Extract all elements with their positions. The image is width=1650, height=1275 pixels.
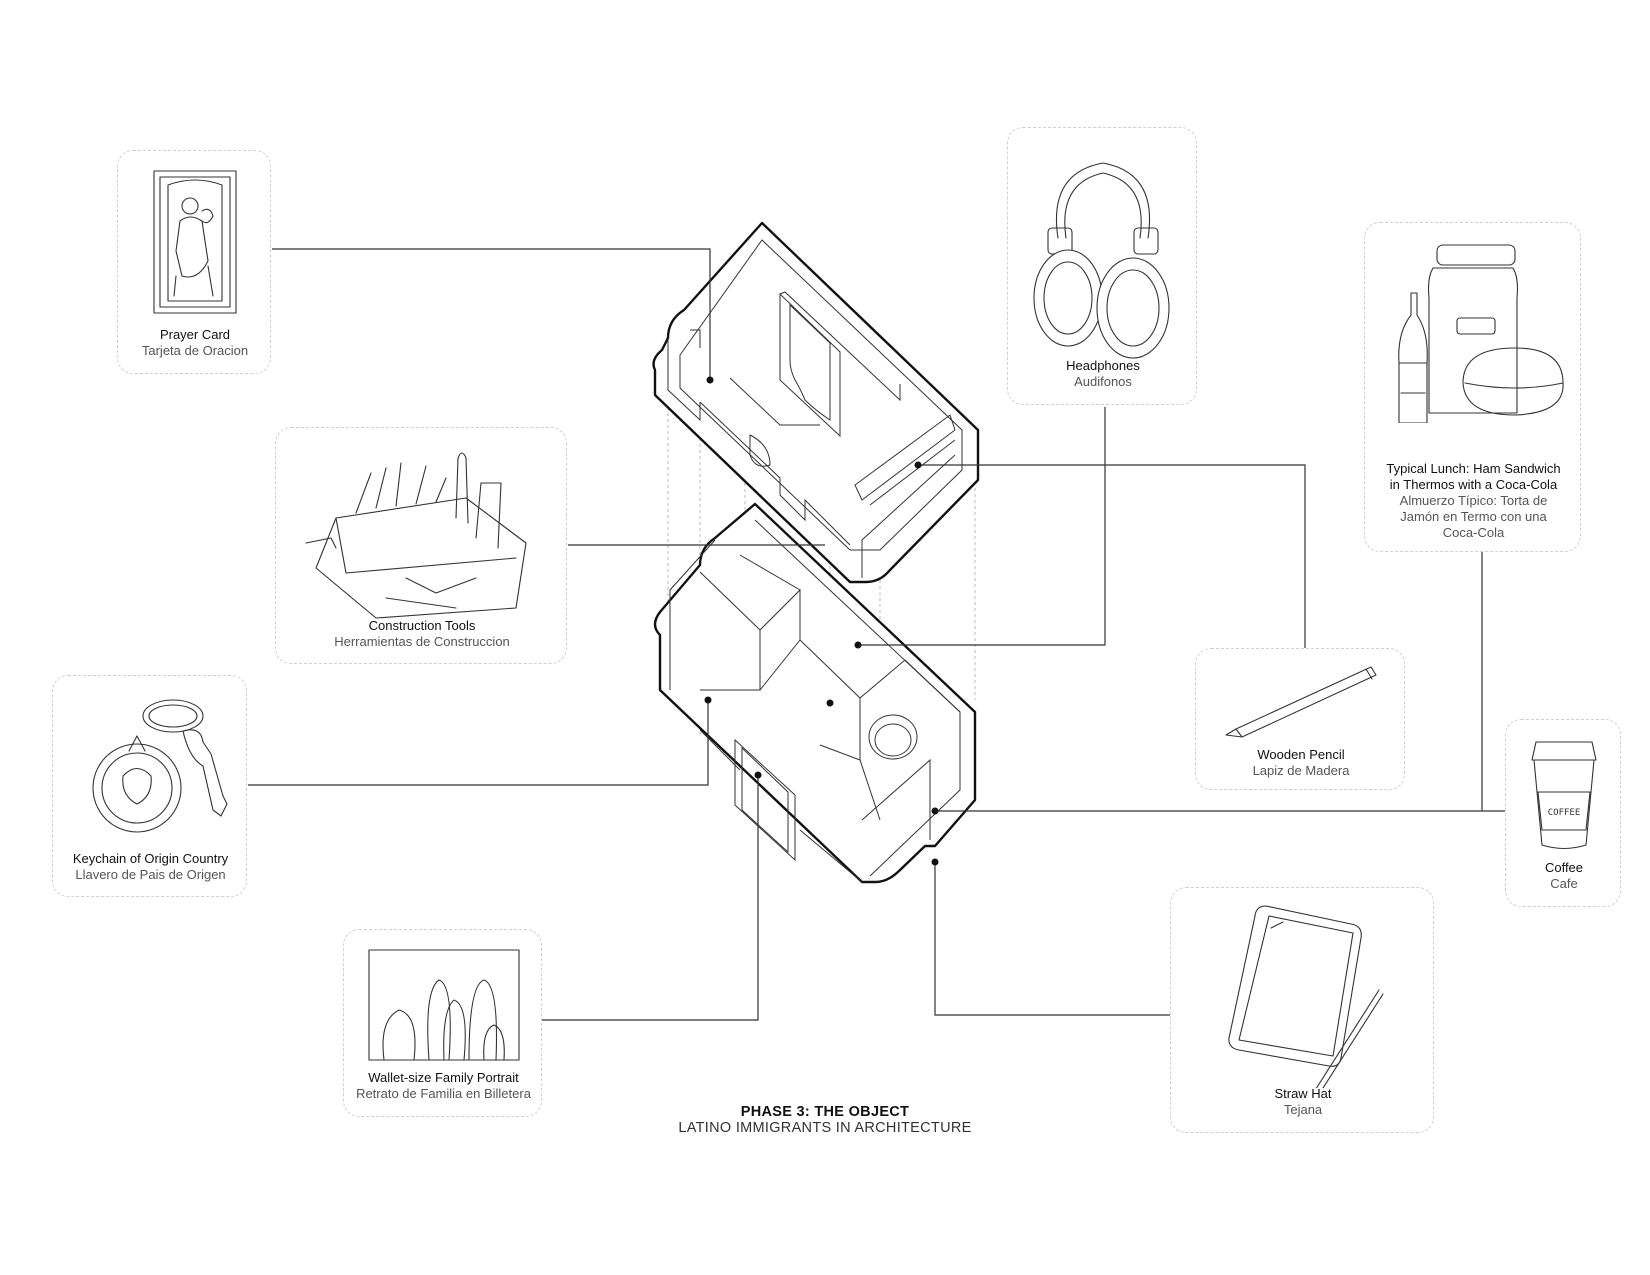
coffee-label: Coffee Cafe <box>1506 860 1622 892</box>
leader-keychain <box>248 700 709 786</box>
straw-hat-label: Straw Hat Tejana <box>1171 1086 1435 1118</box>
lunchbox-lid <box>652 221 980 584</box>
title-block: PHASE 3: THE OBJECT LATINO IMMIGRANTS IN… <box>580 1104 1070 1136</box>
lunch-es-line2: Jamón en Termo con una <box>1400 509 1547 524</box>
straw-hat-es: Tejana <box>1283 1102 1323 1117</box>
construction-tools-es: Herramientas de Construccion <box>334 634 510 649</box>
lunch-en-line1: Typical Lunch: Ham Sandwich <box>1386 461 1561 476</box>
prayer-card-en: Prayer Card <box>159 327 231 342</box>
prayer-card-icon <box>153 170 237 314</box>
lunchbox-base <box>653 502 977 884</box>
lunch-en-line2: in Thermos with a Coca-Cola <box>1389 477 1558 492</box>
lunch-es-line1: Almuerzo Típico: Torta de <box>1399 493 1548 508</box>
pencil-icon <box>1225 666 1377 738</box>
headphones-en: Headphones <box>1066 358 1140 373</box>
headphones-es: Audifonos <box>1074 374 1132 389</box>
page-subtitle: LATINO IMMIGRANTS IN ARCHITECTURE <box>678 1120 972 1136</box>
keychain-label: Keychain of Origin Country Llavero de Pa… <box>53 851 248 883</box>
card-keychain: Keychain of Origin Country Llavero de Pa… <box>52 675 247 897</box>
pencil-en: Wooden Pencil <box>1257 747 1345 762</box>
card-headphones: Headphones Audifonos <box>1007 127 1197 405</box>
construction-tools-en: Construction Tools <box>368 618 476 633</box>
pencil-label: Wooden Pencil Lapiz de Madera <box>1196 747 1406 779</box>
card-pencil: Wooden Pencil Lapiz de Madera <box>1195 648 1405 790</box>
leader-straw-hat <box>934 862 1170 1016</box>
pencil-es: Lapiz de Madera <box>1252 763 1350 778</box>
leader-headphones <box>858 407 1106 646</box>
leader-lines <box>248 248 1505 1021</box>
lunch-icon <box>1398 244 1564 423</box>
coffee-es: Cafe <box>1550 876 1578 891</box>
card-straw-hat: Straw Hat Tejana <box>1170 887 1434 1133</box>
card-prayer-card: Prayer Card Tarjeta de Oracion <box>117 150 271 374</box>
leader-pencil <box>918 464 1306 650</box>
card-construction-tools: Construction Tools Herramientas de Const… <box>275 427 567 664</box>
headphones-label: Headphones Audifonos <box>1008 358 1198 390</box>
prayer-card-es: Tarjeta de Oracion <box>141 343 249 358</box>
family-portrait-es: Retrato de Familia en Billetera <box>356 1086 531 1101</box>
leader-prayer-card <box>272 248 711 380</box>
card-coffee: COFFEE Coffee Cafe <box>1505 719 1621 907</box>
lunch-label: Typical Lunch: Ham Sandwich in Thermos w… <box>1365 461 1582 541</box>
tablet-icon <box>1228 905 1384 1088</box>
family-portrait-label: Wallet-size Family Portrait Retrato de F… <box>344 1070 543 1102</box>
coffee-cup-icon: COFFEE <box>1531 741 1597 850</box>
keychain-icon <box>92 699 228 833</box>
card-lunch: Typical Lunch: Ham Sandwich in Thermos w… <box>1364 222 1581 552</box>
keychain-es: Llavero de Pais de Origen <box>75 867 226 882</box>
construction-tools-label: Construction Tools Herramientas de Const… <box>276 618 568 650</box>
portrait-icon <box>368 949 520 1061</box>
leader-family-portrait <box>542 775 759 1021</box>
prayer-card-label: Prayer Card Tarjeta de Oracion <box>118 327 272 359</box>
keychain-en: Keychain of Origin Country <box>72 851 229 866</box>
tools-icon <box>305 452 527 619</box>
family-portrait-en: Wallet-size Family Portrait <box>368 1070 519 1085</box>
coffee-en: Coffee <box>1544 860 1584 875</box>
page-title: PHASE 3: THE OBJECT <box>740 1104 910 1120</box>
lunch-es-line3: Coca-Cola <box>1442 525 1505 540</box>
coffee-cup-text: COFFEE <box>1548 808 1581 818</box>
card-family-portrait: Wallet-size Family Portrait Retrato de F… <box>343 929 542 1117</box>
straw-hat-en: Straw Hat <box>1274 1086 1332 1101</box>
headphones-icon <box>1033 162 1170 359</box>
